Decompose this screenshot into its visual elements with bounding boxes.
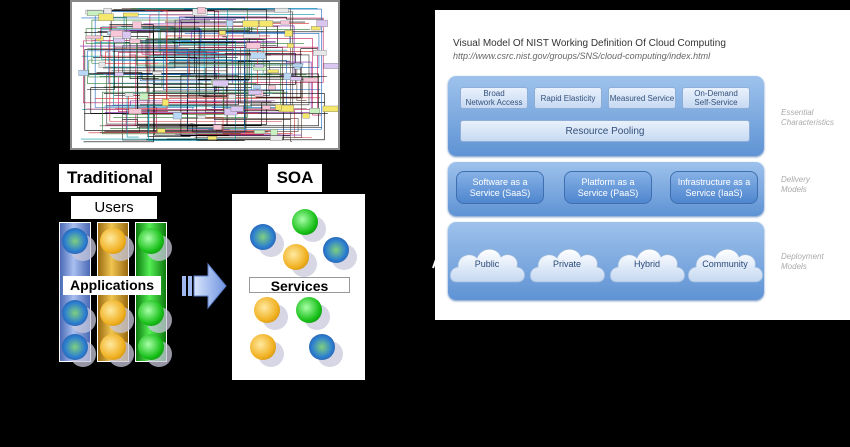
characteristic-rapid-elasticity: Rapid Elasticity xyxy=(534,87,602,109)
applications-label: Applications xyxy=(63,276,161,295)
service-ball-5 xyxy=(296,297,322,323)
deployment-community: Community xyxy=(702,259,748,269)
deployment-models-band: Public Private Hybrid Community xyxy=(448,222,764,300)
service-ball-1 xyxy=(250,224,276,250)
deployment-public: Public xyxy=(474,259,500,269)
nist-cloud-model: Visual Model Of NIST Working Definition … xyxy=(435,10,850,320)
transition-arrow-icon xyxy=(182,262,227,310)
app-ball-2-1 xyxy=(138,300,164,326)
resource-pooling: Resource Pooling xyxy=(460,120,750,142)
app-ball-2-2 xyxy=(138,334,164,360)
app-ball-2-0 xyxy=(138,228,164,254)
users-label: Users xyxy=(71,196,157,219)
characteristic-measured-service: Measured Service xyxy=(608,87,676,109)
legacy-architecture-diagram xyxy=(70,0,340,150)
app-ball-1-2 xyxy=(100,334,126,360)
nist-url: http://www.csrc.nist.gov/groups/SNS/clou… xyxy=(453,51,711,61)
soa-title: SOA xyxy=(268,164,322,192)
app-ball-1-0 xyxy=(100,228,126,254)
service-ball-0 xyxy=(292,209,318,235)
deployment-hybrid: Hybrid xyxy=(633,259,660,269)
service-ball-7 xyxy=(309,334,335,360)
app-ball-1-1 xyxy=(100,300,126,326)
app-ball-0-1 xyxy=(62,300,88,326)
service-ball-4 xyxy=(254,297,280,323)
deployment-private: Private xyxy=(552,259,581,269)
service-ball-2 xyxy=(323,237,349,263)
service-ball-6 xyxy=(250,334,276,360)
spaghetti-lines xyxy=(78,7,340,143)
service-ball-3 xyxy=(283,244,309,270)
services-label: Services xyxy=(249,277,350,294)
pointer-tick-icon xyxy=(432,253,439,269)
app-ball-0-2 xyxy=(62,334,88,360)
app-ball-0-0 xyxy=(62,228,88,254)
traditional-title: Traditional xyxy=(59,164,161,192)
nist-title: Visual Model Of NIST Working Definition … xyxy=(453,38,726,49)
